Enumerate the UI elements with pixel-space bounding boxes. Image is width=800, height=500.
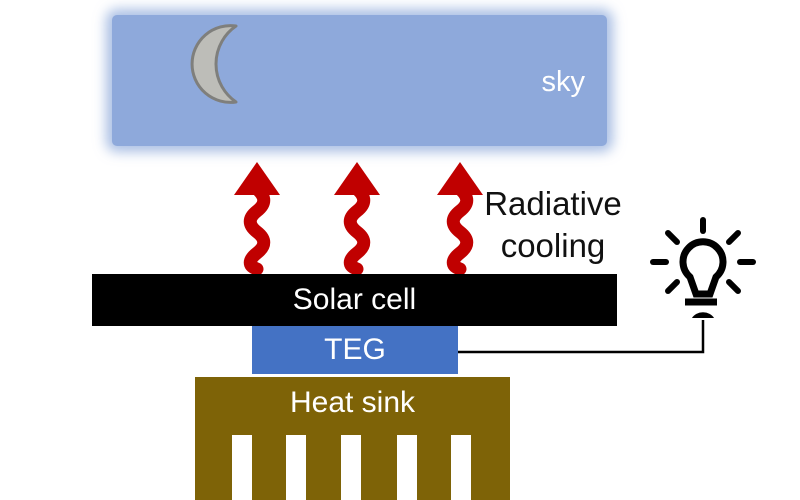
crescent-moon-icon <box>190 24 238 104</box>
light-bulb-icon <box>650 217 756 318</box>
wire-connector <box>458 320 705 354</box>
solar-cell-layer: Solar cell <box>92 274 617 326</box>
heat-sink-layer: Heat sink <box>195 377 510 500</box>
radiative-cooling-label: Radiative cooling <box>484 185 622 264</box>
sky-panel: sky <box>112 15 607 146</box>
heat-sink-fin-slot <box>451 435 471 500</box>
sky-label: sky <box>541 66 586 98</box>
heat-sink-fin-slot <box>232 435 252 500</box>
radiative-arrow-icon <box>334 162 380 275</box>
teg-layer: TEG <box>252 326 458 374</box>
heat-sink-label: Heat sink <box>289 386 416 419</box>
heat-sink-fin-slot <box>286 435 306 500</box>
teg-label: TEG <box>324 333 386 366</box>
bulb-circuit <box>458 217 756 354</box>
heat-sink-fin-slot <box>397 435 417 500</box>
heat-sink-fin-slot <box>341 435 361 500</box>
radiative-arrow-icon <box>437 162 483 275</box>
solar-cell-label: Solar cell <box>292 283 417 316</box>
radiative-arrow-icon <box>234 162 280 275</box>
